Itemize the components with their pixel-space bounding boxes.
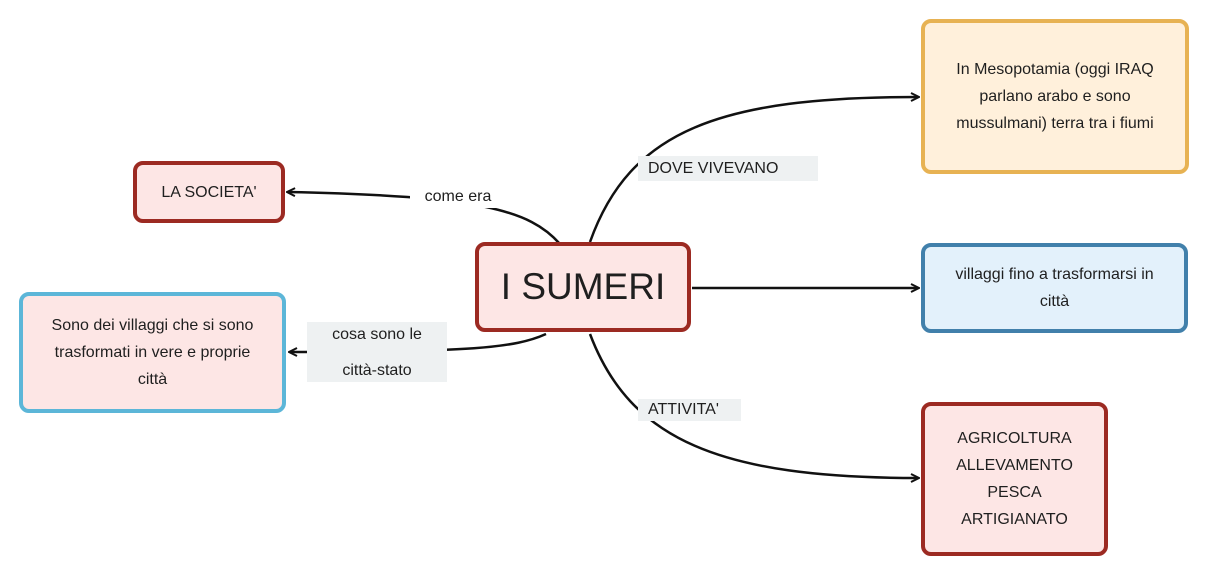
node-villaggi[interactable]: villaggi fino a trasformarsi in città <box>921 243 1188 333</box>
edge-label-dove-vivevano: DOVE VIVEVANO <box>638 156 818 181</box>
node-attivita-label: AGRICOLTURA ALLEVAMENTO PESCA ARTIGIANAT… <box>956 430 1073 528</box>
node-la-societa-label: LA SOCIETA' <box>161 183 257 201</box>
node-citta-stato-label: Sono dei villaggi che si sono trasformat… <box>51 317 254 388</box>
edge-label-come-era: come era <box>410 186 506 208</box>
node-attivita[interactable]: AGRICOLTURA ALLEVAMENTO PESCA ARTIGIANAT… <box>921 402 1108 556</box>
edge-label-cosa-sono: cosa sono le città-stato <box>307 322 447 382</box>
node-mesopotamia[interactable]: In Mesopotamia (oggi IRAQ parlano arabo … <box>921 19 1189 174</box>
edge-label-attivita: ATTIVITA' <box>638 399 741 421</box>
central-node-label: I SUMERI <box>500 266 666 307</box>
node-villaggi-label: villaggi fino a trasformarsi in città <box>955 266 1154 310</box>
node-mesopotamia-label: In Mesopotamia (oggi IRAQ parlano arabo … <box>956 61 1154 132</box>
connector-attivita <box>588 333 918 478</box>
node-citta-stato[interactable]: Sono dei villaggi che si sono trasformat… <box>19 292 286 413</box>
central-node[interactable]: I SUMERI <box>475 242 691 332</box>
connector-dove-vivevano <box>588 97 918 243</box>
node-la-societa[interactable]: LA SOCIETA' <box>133 161 285 223</box>
